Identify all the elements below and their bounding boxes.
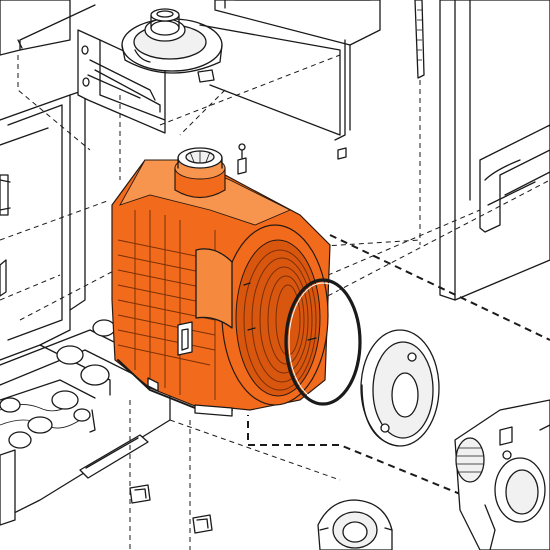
burner-flange <box>317 499 393 550</box>
fan-assembly <box>121 8 223 83</box>
heat-exchanger <box>111 143 331 417</box>
exchanger-coil <box>243 249 317 391</box>
casing-door <box>199 0 381 160</box>
burner-assembly <box>454 399 550 550</box>
assembly-leader-lines <box>0 54 550 550</box>
side-panel <box>414 0 550 301</box>
burner-door-plate <box>360 329 440 447</box>
o-ring-gasket <box>243 278 362 406</box>
retaining-clips <box>129 484 213 534</box>
chassis-frame <box>0 0 171 526</box>
mounting-bracket <box>77 29 166 134</box>
